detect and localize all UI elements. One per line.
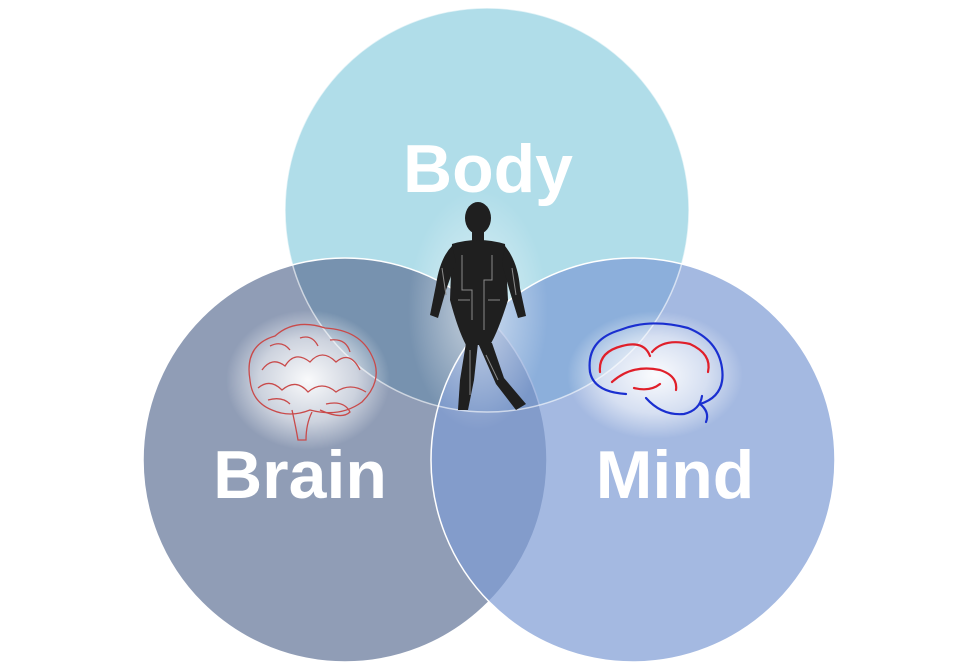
- anatomical-brain-icon: [248, 323, 377, 441]
- human-figure-icon: [430, 202, 526, 410]
- outline-brain-icon: [588, 322, 724, 424]
- brain-label: Brain: [213, 437, 387, 513]
- mind-label: Mind: [596, 437, 755, 513]
- body-label: Body: [403, 131, 573, 207]
